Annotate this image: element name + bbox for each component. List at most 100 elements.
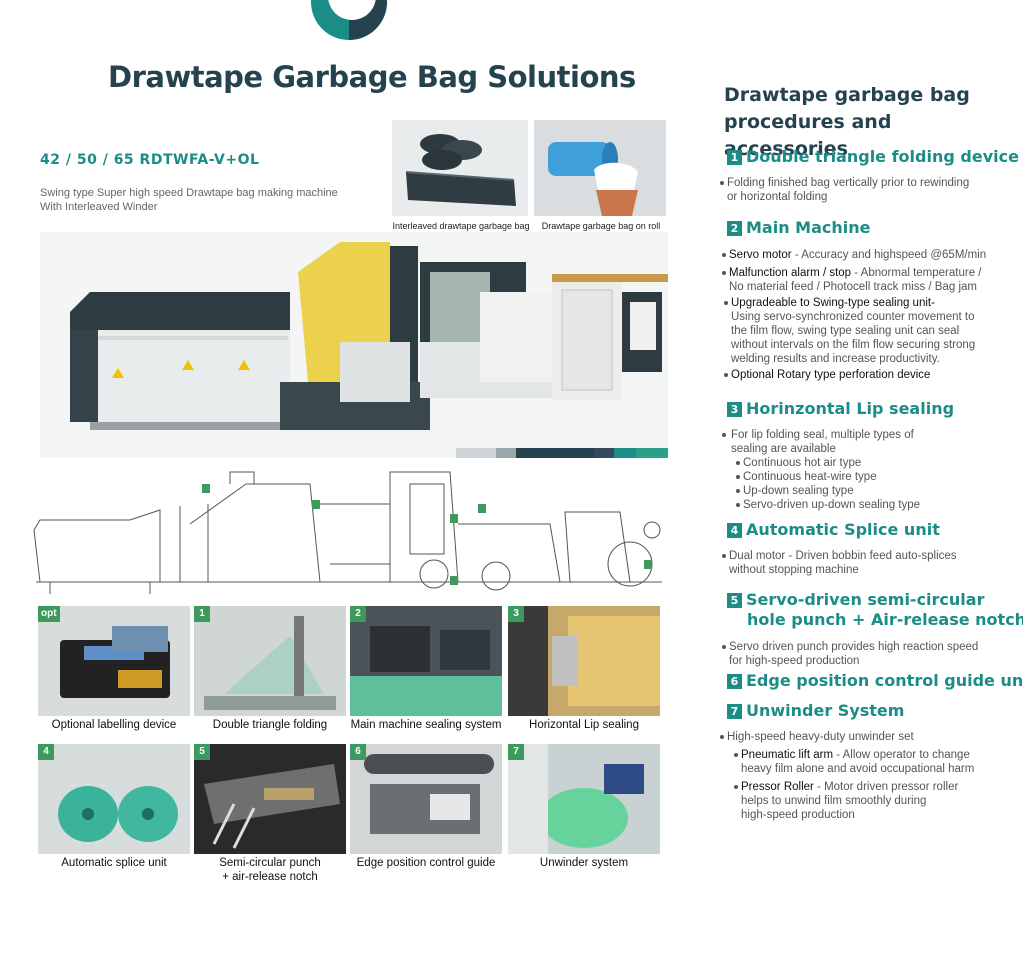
grid-caption: Double triangle folding [212,719,328,731]
section-title: Horinzontal Lip sealing [746,399,955,418]
bullet-key: Malfunction alarm / stop [729,267,852,279]
top-caption: Drawtape garbage bag on roll [541,221,661,231]
bullet-text: High-speed heavy-duty unwinder set [727,731,914,743]
photo-triangle-folding: 1 [194,606,346,716]
bullet-text: helps to unwind film smoothly during [741,795,927,807]
bullet-dot [724,301,728,305]
bullet-text: Up-down sealing type [743,485,854,497]
photo-punch: 5 [194,744,346,854]
bullet-dot [736,461,740,465]
brand-logo-icon [311,0,387,40]
grid-caption: Unwinder system [539,857,629,869]
top-caption: Interleaved drawtape garbage bag [392,221,530,231]
bullet-text: Upgradeable to Swing-type sealing unit- [731,296,935,310]
model-description: Swing type Super high speed Drawtape bag… [40,186,370,214]
bullet-text: high-speed production [741,809,855,821]
bullet-key: Servo motor [729,249,792,261]
bullet-text: Continuous hot air type [743,457,862,469]
tag-badge: 1 [194,606,210,622]
bullet-dot [736,475,740,479]
photo-labelling-device: opt [38,606,190,716]
section-number: 2 [727,221,742,236]
bullet-text: without intervals on the film flow secur… [731,339,976,351]
bullet-dot [722,253,726,257]
bullet-value: - Allow operator to change [833,749,970,761]
bullet-dot [736,503,740,507]
tag-badge: opt [38,606,60,622]
grid-caption: Semi-circular punch + air-release notch [189,856,351,884]
bullet-text: Malfunction alarm / stop - Abnormal temp… [729,266,982,280]
photo-edge-guide: 6 [350,744,502,854]
grid-caption-line: + air-release notch [222,871,318,883]
bullet-text: Optional Rotary type perforation device [731,368,930,382]
bullet-dot [722,554,726,558]
bullet-text: the film flow, swing type sealing unit c… [731,325,960,337]
bullet-text: or horizontal folding [727,191,828,203]
side-title: Drawtape garbage bag procedures and acce… [724,82,1014,163]
bullet-text: Folding finished bag vertically prior to… [727,177,970,189]
bullet-text: Continuous heat-wire type [743,471,877,483]
grid-caption: Main machine sealing system [350,719,502,731]
bullet-key: Optional Rotary type perforation device [731,369,931,381]
section-number: 3 [727,402,742,417]
bullet-dot [736,489,740,493]
bullet-text: for high-speed production [729,655,860,667]
bullet-text: welding results and increase productivit… [731,353,940,365]
section-number: 6 [727,674,742,689]
section-title: Unwinder System [746,701,905,720]
page-title: Drawtape Garbage Bag Solutions [108,60,636,94]
photo-lip-sealing: 3 [508,606,660,716]
model-number: 42 / 50 / 65 RDTWFA-V+OL [40,152,260,168]
section-number: 1 [727,150,742,165]
bullet-text: Dual motor - Driven bobbin feed auto-spl… [729,550,957,562]
bullet-dot [722,645,726,649]
bullet-dot [720,735,724,739]
tag-badge: 6 [350,744,366,760]
tag-badge: 4 [38,744,54,760]
bullet-dot [734,785,738,789]
bullet-text: sealing are available [731,443,836,455]
tag-badge: 5 [194,744,210,760]
color-bars [456,448,668,458]
section-number: 4 [727,523,742,538]
section-title-line2: hole punch + Air-release notch [747,610,1023,629]
bullet-text: For lip folding seal, multiple types of [731,429,914,441]
machine-schematic [33,471,662,594]
grid-caption: Automatic splice unit [61,857,167,869]
bag-on-roll-photo [534,120,666,216]
bullet-text: Servo driven punch provides high reactio… [729,641,979,653]
bullet-dot [722,271,726,275]
section-title: Servo-driven semi-circular [746,590,985,609]
bullet-dot [720,181,724,185]
bullet-text: Pressor Roller - Motor driven pressor ro… [741,780,958,794]
bullet-key: Pneumatic lift arm [741,749,834,761]
photo-splice-unit: 4 [38,744,190,854]
tag-badge: 2 [350,606,366,622]
bullet-dot [722,433,726,437]
bullet-text: Pneumatic lift arm - Allow operator to c… [741,748,970,762]
bullet-dot [734,753,738,757]
bullet-text: without stopping machine [729,564,859,576]
grid-caption: Optional labelling device [51,719,177,731]
bullet-text: Using servo-synchronized counter movemen… [731,311,975,323]
bullet-value: - Abnormal temperature / [851,267,982,279]
bullet-value: - Accuracy and highspeed @65M/min [791,249,987,261]
grid-caption: Horizontal Lip sealing [529,719,639,731]
bullet-key: Pressor Roller [741,781,814,793]
tag-badge: 7 [508,744,524,760]
side-title-line: procedures and accessories [724,111,892,160]
model-desc-line: Swing type Super high speed Drawtape bag… [40,187,338,199]
photo-main-sealing: 2 [350,606,502,716]
section-title: Main Machine [746,218,871,237]
machine-photo [40,232,668,458]
bullet-text: Servo-driven up-down sealing type [743,499,921,511]
bullet-value: - Motor driven pressor roller [813,781,959,793]
model-desc-line: With Interleaved Winder [40,201,158,213]
side-title-line: Drawtape garbage bag [724,84,970,106]
bullet-dot [724,373,728,377]
